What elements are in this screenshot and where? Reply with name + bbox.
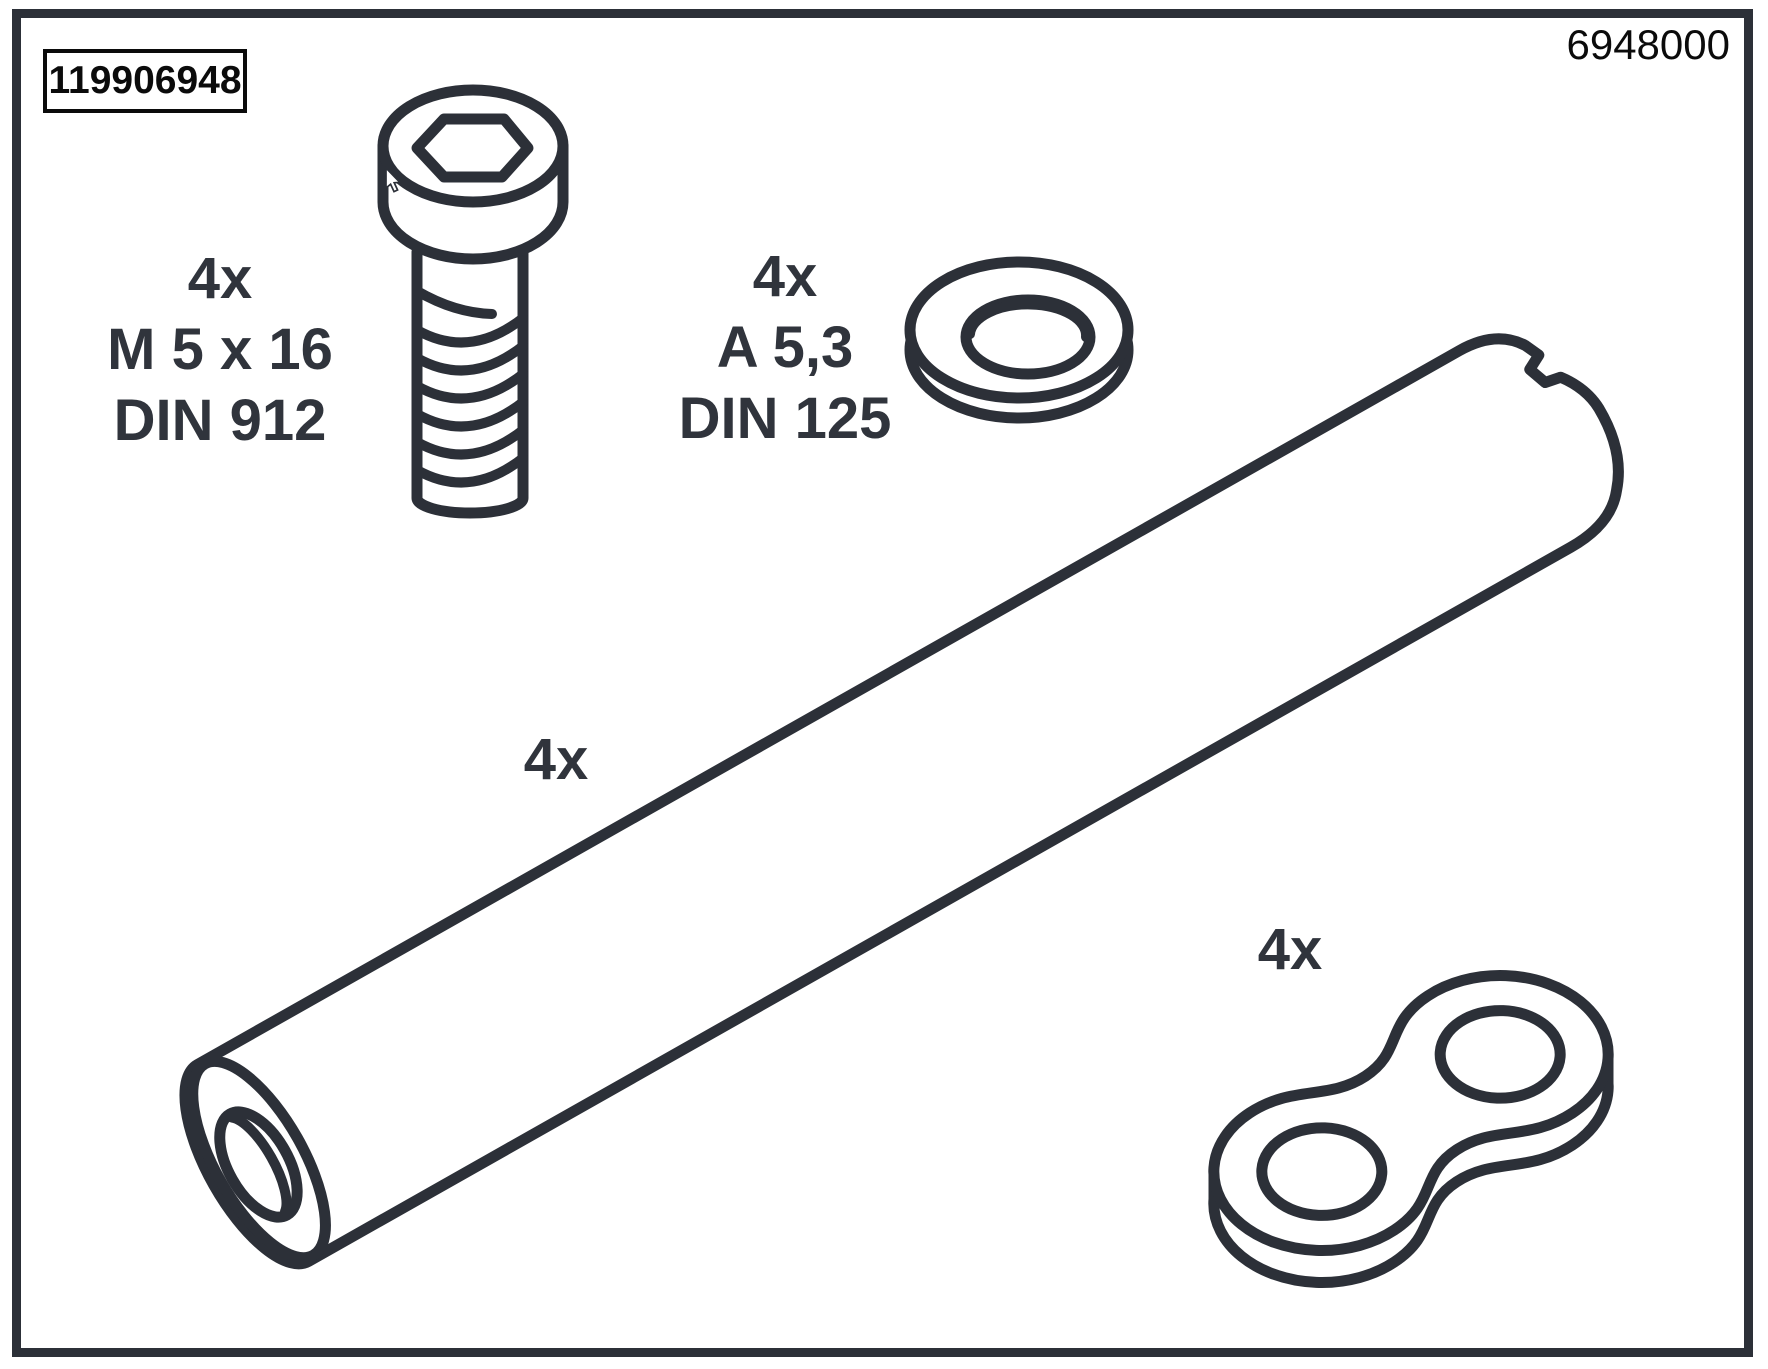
spacer-tube-drawing — [179, 333, 1624, 1270]
washer-drawing — [904, 256, 1134, 424]
washer-label-block: 4x A 5,3 DIN 125 — [615, 241, 955, 454]
washer-quantity-label: 4x — [752, 244, 818, 309]
diagram-border-frame — [12, 9, 1753, 1357]
part-number-box: 119906948 — [43, 49, 247, 113]
screw-quantity-label: 4x — [187, 246, 253, 311]
washer-size-label: A 5,3 — [716, 315, 854, 380]
mouse-cursor-icon — [385, 165, 402, 193]
tube-quantity-label: 4x — [523, 727, 589, 792]
screw-standard-label: DIN 912 — [113, 388, 327, 453]
screw-size-label: M 5 x 16 — [107, 317, 333, 382]
screw-label-block: 4x M 5 x 16 DIN 912 — [50, 243, 390, 456]
link-quantity-label: 4x — [1257, 917, 1323, 982]
part-number-text: 119906948 — [48, 59, 242, 102]
model-number-text: 6948000 — [1566, 21, 1730, 68]
link-connector-drawing — [1169, 943, 1652, 1315]
washer-standard-label: DIN 125 — [678, 386, 892, 451]
screw-drawing — [377, 84, 569, 519]
